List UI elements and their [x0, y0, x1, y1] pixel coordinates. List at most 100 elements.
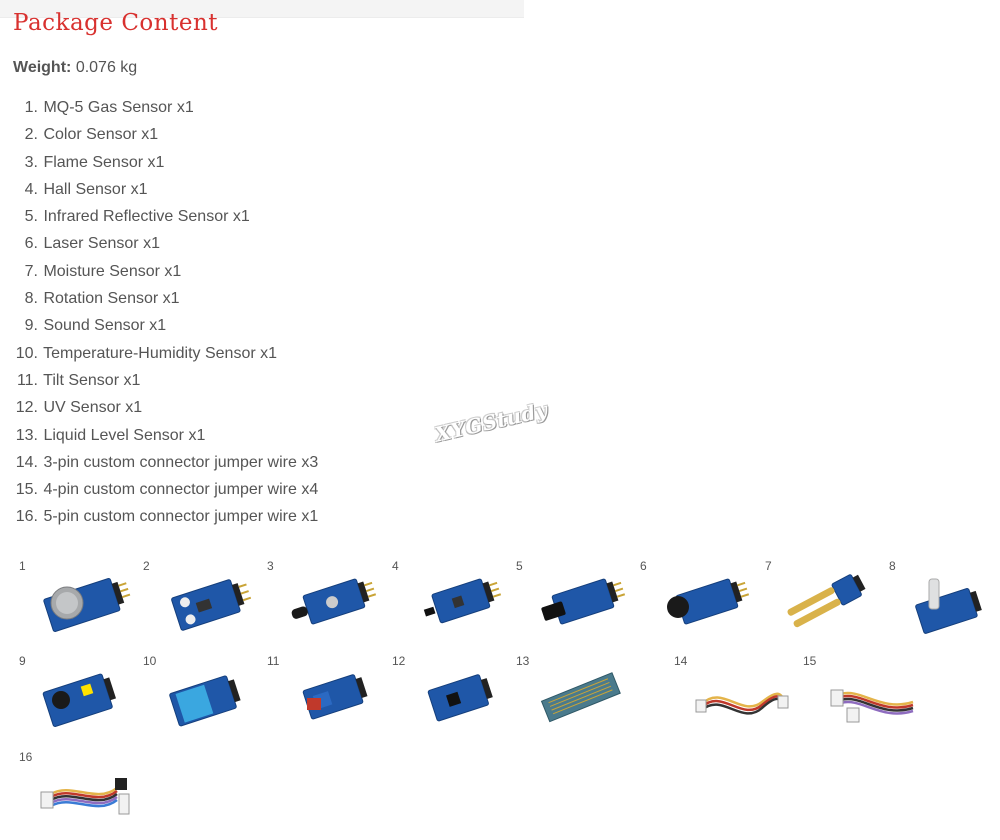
item-text: 4-pin custom connector jumper wire x4 — [43, 481, 319, 499]
item-text: MQ-5 Gas Sensor x1 — [43, 99, 194, 116]
item-number: 5. — [24, 208, 38, 226]
mq5-gas-sensor-icon — [43, 578, 131, 632]
item-number: 7. — [24, 262, 38, 280]
weight-line: Weight: 0.076 kg — [13, 59, 137, 77]
photo-number: 8 — [889, 559, 896, 573]
photo-number: 15 — [803, 654, 817, 668]
item-text: 3-pin custom connector jumper wire x3 — [43, 453, 319, 471]
item-number: 14. — [15, 453, 38, 471]
4-pin-jumper-wire-icon — [830, 689, 914, 723]
hall-sensor-icon — [423, 578, 502, 624]
photo-number: 3 — [267, 559, 274, 573]
list-item: 5. Infrared Reflective Sensor x1 — [10, 205, 318, 232]
tilt-sensor-icon — [302, 674, 368, 720]
rotation-sensor-icon — [915, 578, 982, 634]
list-item: 9. Sound Sensor x1 — [10, 314, 318, 341]
list-item: 2. Color Sensor x1 — [10, 123, 318, 150]
uv-sensor-icon — [427, 674, 493, 722]
list-item: 11. Tilt Sensor x1 — [10, 369, 318, 396]
item-text: UV Sensor x1 — [43, 399, 143, 417]
photo-item: 6 — [640, 559, 760, 649]
item-text: Temperature-Humidity Sensor x1 — [43, 344, 278, 362]
item-text: Infrared Reflective Sensor x1 — [43, 208, 250, 226]
photo-number: 5 — [516, 559, 523, 573]
item-number: 16. — [15, 508, 38, 526]
photo-number: 6 — [640, 559, 647, 573]
item-number: 13. — [15, 426, 38, 444]
list-item: 13. Liquid Level Sensor x1 — [10, 424, 318, 451]
list-item: 1. MQ-5 Gas Sensor x1 — [10, 96, 318, 123]
photo-item: 7 — [765, 559, 885, 649]
list-item: 14. 3-pin custom connector jumper wire x… — [10, 451, 318, 478]
item-number: 12. — [15, 399, 38, 417]
flame-sensor-icon — [291, 578, 377, 625]
top-bar — [0, 0, 524, 18]
3-pin-jumper-wire-icon — [695, 692, 789, 715]
photo-number: 4 — [392, 559, 399, 573]
list-item: 16. 5-pin custom connector jumper wire x… — [10, 505, 318, 532]
photo-item: 10 — [143, 654, 263, 744]
photo-number: 7 — [765, 559, 772, 573]
photo-item: 12 — [392, 654, 512, 744]
photo-number: 1 — [19, 559, 26, 573]
item-number: 1. — [24, 99, 38, 116]
item-text: Color Sensor x1 — [43, 126, 159, 144]
item-text: Rotation Sensor x1 — [43, 290, 180, 308]
item-number: 11. — [16, 371, 38, 389]
weight-value: 0.076 kg — [75, 59, 138, 76]
liquid-level-sensor-icon — [540, 672, 621, 723]
photo-item: 11 — [267, 654, 387, 744]
item-text: Hall Sensor x1 — [43, 180, 148, 198]
weight-label: Weight: — [13, 59, 72, 76]
photo-number: 13 — [516, 654, 530, 668]
temperature-humidity-sensor-icon — [169, 675, 241, 727]
item-number: 9. — [24, 317, 38, 335]
package-list: 1. MQ-5 Gas Sensor x1 2. Color Sensor x1… — [10, 96, 318, 533]
item-text: 5-pin custom connector jumper wire x1 — [43, 508, 319, 526]
photo-number: 11 — [267, 654, 280, 668]
photo-number: 14 — [674, 654, 688, 668]
watermark: XYGStudy — [432, 397, 550, 447]
page-title: Package Content — [13, 10, 218, 36]
photo-item: 3 — [267, 559, 387, 649]
list-item: 15. 4-pin custom connector jumper wire x… — [10, 478, 318, 505]
item-text: Moisture Sensor x1 — [43, 262, 182, 280]
photo-item: 13 — [516, 654, 636, 744]
photo-item: 9 — [19, 654, 139, 744]
item-text: Tilt Sensor x1 — [43, 371, 141, 389]
list-item: 4. Hall Sensor x1 — [10, 178, 318, 205]
photo-item: 8 — [889, 559, 1000, 649]
photo-number: 10 — [143, 654, 157, 668]
list-item: 12. UV Sensor x1 — [10, 396, 318, 423]
sound-sensor-icon — [42, 673, 117, 727]
list-item: 10. Temperature-Humidity Sensor x1 — [10, 342, 318, 369]
photo-item: 1 — [19, 559, 139, 649]
photo-number: 2 — [143, 559, 150, 573]
item-number: 15. — [15, 481, 38, 499]
item-number: 8. — [24, 290, 38, 308]
item-text: Liquid Level Sensor x1 — [43, 426, 206, 444]
color-sensor-icon — [171, 579, 252, 631]
photo-item: 16 — [19, 750, 139, 840]
item-number: 10. — [15, 344, 38, 362]
item-text: Flame Sensor x1 — [43, 153, 165, 171]
item-number: 3. — [24, 153, 38, 171]
photo-number: 12 — [392, 654, 406, 668]
item-text: Laser Sensor x1 — [43, 235, 160, 253]
item-number: 2. — [24, 126, 38, 144]
list-item: 6. Laser Sensor x1 — [10, 232, 318, 259]
5-pin-jumper-wire-icon — [40, 778, 130, 815]
photo-item: 4 — [392, 559, 512, 649]
photo-item: 2 — [143, 559, 263, 649]
photo-item: 15 — [803, 654, 923, 744]
photo-item: 14 — [674, 654, 794, 744]
photo-number: 16 — [19, 750, 33, 764]
item-text: Sound Sensor x1 — [43, 317, 167, 335]
laser-sensor-icon — [667, 578, 750, 625]
item-number: 6. — [24, 235, 38, 253]
photo-item: 5 — [516, 559, 636, 649]
list-item: 7. Moisture Sensor x1 — [10, 260, 318, 287]
photo-number: 9 — [19, 654, 26, 668]
moisture-sensor-icon — [787, 574, 866, 628]
list-item: 8. Rotation Sensor x1 — [10, 287, 318, 314]
